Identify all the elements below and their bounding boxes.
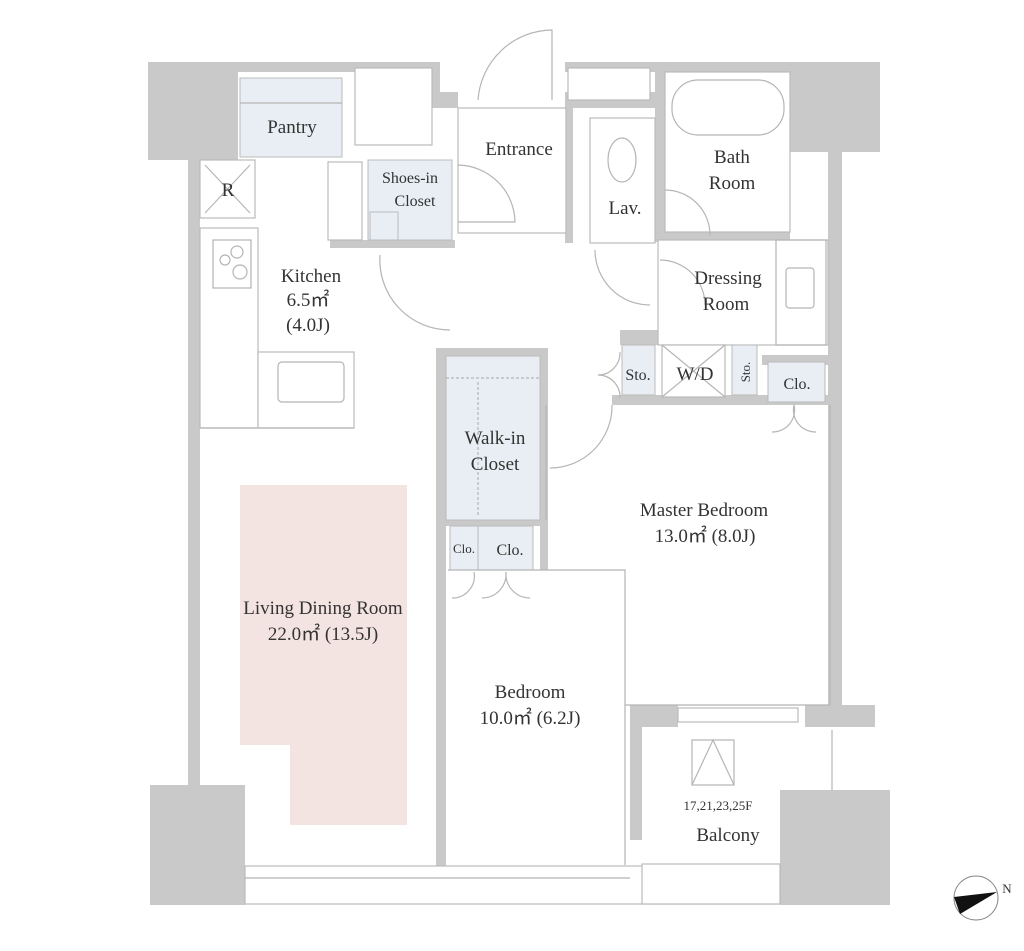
lav (589, 117, 656, 244)
shoes-closet-label-2: Closet (395, 193, 436, 210)
storage-box-right (567, 67, 651, 101)
closet-master-label: Clo. (783, 376, 810, 393)
bedroom-area: 10.0㎡ (6.2J) (480, 706, 581, 729)
walkin-label-1: Walk-in (465, 428, 526, 449)
walkin-label-2: Closet (471, 454, 520, 475)
compass-north-label: N (1002, 881, 1012, 896)
storage-1-label: Sto. (625, 367, 650, 384)
balcony-window (677, 707, 799, 723)
kitchen-jo: (4.0J) (286, 315, 330, 336)
master-bedroom-name: Master Bedroom (640, 500, 768, 521)
balcony-floors: 17,21,23,25F (684, 798, 753, 813)
living-dining-highlight (240, 485, 407, 825)
storage-2-label: Sto. (738, 362, 753, 383)
sink-icon (277, 361, 345, 403)
stove-icon (212, 239, 252, 289)
wd-label: W/D (677, 364, 714, 385)
kitchen-island (257, 351, 355, 429)
storage-box (354, 67, 433, 146)
hatch-icon (691, 739, 735, 786)
closet-bedroom-label: Clo. (496, 542, 523, 559)
balcony-label: Balcony (696, 825, 760, 846)
dressing-label-2: Room (703, 294, 750, 315)
entrance (457, 107, 567, 234)
bath-label-1: Bath (714, 147, 750, 168)
compass-icon: N (953, 875, 1012, 921)
storage-1 (621, 344, 656, 396)
bath-room (664, 71, 791, 233)
master-bedroom-area: 13.0㎡ (8.0J) (655, 524, 756, 547)
closet-small-label: Clo. (453, 541, 475, 556)
storage-2 (731, 344, 758, 396)
bath-label-2: Room (709, 173, 756, 194)
bedroom-name: Bedroom (495, 682, 566, 703)
dressing-room (657, 239, 829, 346)
dressing-label-1: Dressing (694, 268, 762, 289)
kitchen-area: 6.5㎡ (287, 288, 330, 311)
pantry-label: Pantry (267, 117, 317, 138)
pantry (239, 77, 343, 158)
kitchen-name: Kitchen (281, 266, 342, 287)
shoes-closet-label-1: Shoes-in (382, 170, 438, 187)
ldr-name: Living Dining Room (243, 598, 403, 619)
lav-label: Lav. (608, 198, 641, 219)
refrigerator-label: R (222, 180, 235, 201)
ldr-area: 22.0㎡ (13.5J) (268, 622, 378, 645)
kitchen-counter (199, 227, 259, 429)
entrance-label: Entrance (485, 139, 553, 160)
walls (148, 62, 890, 905)
closet-master (767, 361, 826, 403)
door-swings (379, 29, 817, 599)
walk-in-closet (445, 355, 541, 521)
